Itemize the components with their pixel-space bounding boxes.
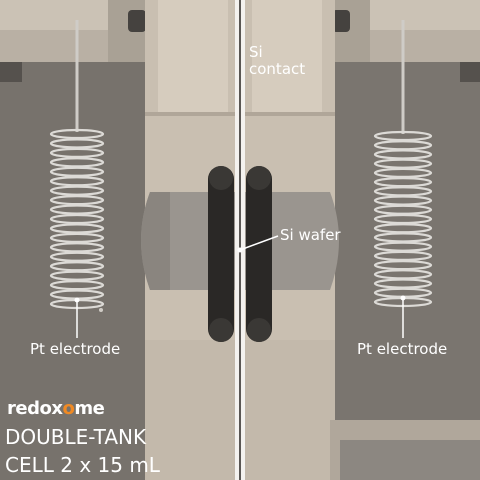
si-contact-label: Si contact — [249, 44, 305, 78]
coil-turn — [373, 241, 433, 252]
coil-turn — [373, 140, 433, 151]
coil-turn — [49, 147, 105, 158]
logo-part1: redox — [7, 398, 63, 419]
coil-turn — [373, 177, 433, 188]
coil-turn — [49, 176, 105, 187]
right-tank — [335, 0, 480, 480]
coil-turn — [49, 185, 105, 196]
coil-turn — [373, 158, 433, 169]
coil-turn — [373, 213, 433, 225]
left-tank — [0, 0, 145, 480]
si-contact-line2: contact — [249, 60, 306, 78]
logo-part2: o — [62, 398, 75, 419]
redoxme-logo: redoxome — [7, 398, 105, 419]
coil-turn — [373, 167, 433, 178]
si-contact-line1: Si — [249, 43, 263, 61]
coil-turn — [49, 204, 105, 215]
coil-turn — [49, 138, 105, 149]
pt-electrode-right-label: Pt electrode — [357, 340, 448, 358]
si-wafer-label: Si wafer — [280, 226, 341, 244]
caption-line1: DOUBLE-TANK — [5, 425, 147, 449]
coil-turn — [373, 186, 433, 197]
coil-turn — [49, 232, 105, 243]
coil-turn — [373, 232, 433, 243]
coil-turn — [373, 195, 433, 206]
coil-turn — [373, 149, 433, 160]
o-ring-icon — [208, 166, 272, 342]
coil-turn — [49, 166, 105, 177]
coil-turn — [49, 261, 105, 272]
coil-turn — [49, 280, 105, 291]
coil-turn — [373, 260, 433, 271]
coil-turn — [373, 223, 433, 234]
coil-electrode-icon — [49, 128, 105, 310]
coil-turn — [49, 128, 105, 140]
coil-turn — [49, 251, 105, 262]
coil-turn — [373, 250, 433, 261]
coil-turn — [373, 278, 433, 289]
coil-turn — [49, 157, 105, 168]
coil-turn — [373, 130, 433, 142]
coil-turn — [49, 223, 105, 234]
logo-part3: me — [74, 398, 105, 419]
coil-turn — [373, 269, 433, 280]
coil-turn — [49, 242, 105, 253]
coil-turn — [49, 195, 105, 206]
coil-turn — [49, 213, 105, 225]
coil-turn — [49, 270, 105, 281]
coil-turn — [373, 204, 433, 215]
caption-line2: CELL 2 x 15 mL — [5, 453, 160, 477]
pt-electrode-left-label: Pt electrode — [30, 340, 121, 358]
